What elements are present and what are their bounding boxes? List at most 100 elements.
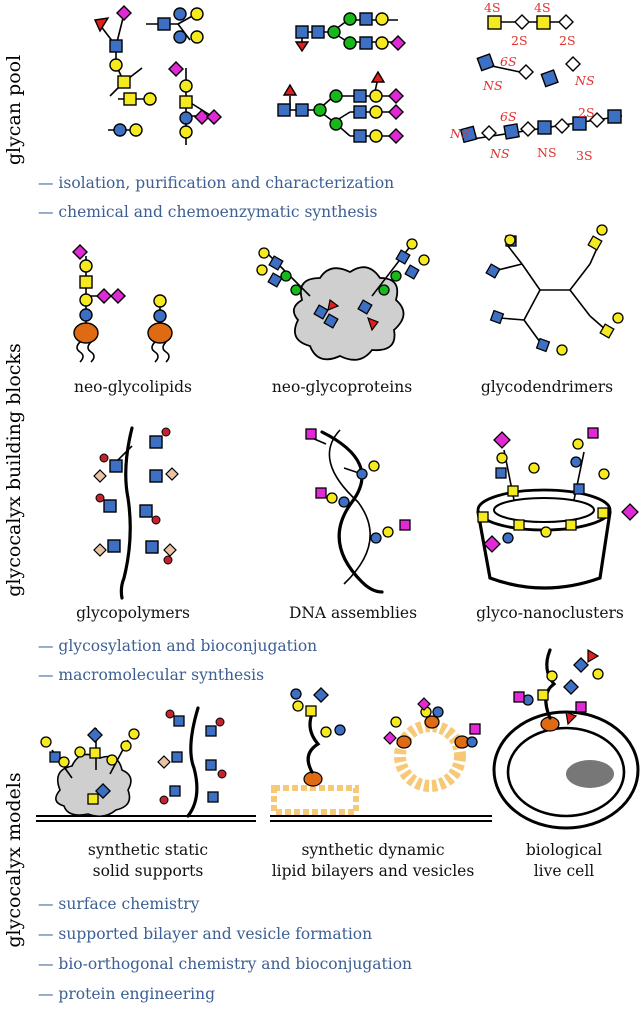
glcnac-square [353,105,367,119]
uronic-acid-diamond [554,118,570,134]
galnac-square [179,95,193,109]
sulfation-label: NS [482,78,503,93]
glcnac-square [109,39,123,53]
sulfation-label: 6S [500,109,517,124]
galactose-circle [369,105,383,119]
glcnac-square [311,25,325,39]
sulfation-label: 2S [511,33,528,48]
fucose-triangle [282,83,298,96]
sulfation-label: 3S [576,148,593,163]
sialic-acid-diamond [168,61,184,77]
neo-glycolipids-graphic [72,244,173,363]
pool-note-2: — chemical and chemoenzymatic synthesis [38,203,377,221]
sialic-acid-diamond [388,104,404,120]
glcnac-square [537,120,552,135]
neo-glycoproteins-graphic [256,238,430,361]
galnac-square [117,75,131,89]
caption-neo-glycoproteins: neo-glycoproteins [272,378,412,396]
mannose-circle [327,25,341,39]
uronic-acid-diamond [514,14,530,30]
sulfation-label: 6S [500,54,517,69]
galactose-circle [190,7,204,21]
sialic-acid-diamond [388,88,404,104]
section-label-building-blocks: glycocalyx building blocks [3,343,25,596]
uronic-acid-diamond [520,121,536,137]
galactose-circle [190,30,204,44]
sulfation-label: 4S [484,0,501,15]
glycodendrimers-graphic [485,224,624,356]
caption-static-line2: solid supports [93,862,204,880]
galactose-circle [109,58,123,72]
caption-bio-line2: live cell [534,862,595,880]
sialic-acid-diamond [388,128,404,144]
glcnac-square [476,53,495,72]
glcnac-square [353,89,367,103]
galactose-circle [369,129,383,143]
uronic-acid-diamond [518,64,534,80]
models-note-1: — surface chemistry [38,895,200,913]
models-note-4: — protein engineering [38,985,215,1003]
galactose-circle [179,125,193,139]
caption-dna-assemblies: DNA assemblies [289,604,417,622]
galnac-square [487,15,502,30]
caption-neo-glycolipids: neo-glycolipids [74,378,192,396]
glcnac-square [607,109,622,124]
galactose-circle [143,92,157,106]
mannose-circle [343,12,357,26]
glcnac-square [353,129,367,143]
uronic-acid-diamond [565,56,581,72]
glycopolymers-graphic [93,426,179,600]
sialic-acid-diamond [116,5,132,21]
glyco-nanoclusters-graphic [476,427,639,590]
glcnac-square [295,103,309,117]
models-note-3: — bio-orthogonal chemistry and bioconjug… [38,955,412,973]
sulfation-label: NS [537,145,557,160]
glc-circle [173,30,187,44]
glcnac-square [459,125,478,144]
fucose-triangle [93,17,110,33]
uronic-acid-diamond [481,125,497,141]
section-label-glycan-pool: glycan pool [3,55,25,165]
section-label-glycocalyx-models: glycocalyx models [3,772,25,947]
n-glycans [277,12,406,144]
uronic-acid-diamond [589,112,605,128]
galactose-circle [179,79,193,93]
mannose-circle [329,89,343,103]
caption-static-line1: synthetic static [88,841,208,859]
blocks-note-2: — macromolecular synthesis [38,666,264,684]
caption-glycodendrimers: glycodendrimers [481,378,613,396]
glc-circle [113,123,127,137]
glcnac-square [359,12,373,26]
pool-note-1: — isolation, purification and characteri… [38,174,394,192]
glycan-pool-group: 4S 4S 2S 2S 6S NS NS NS 6S NS NS [93,0,623,163]
sulfation-label: 2S [578,105,595,120]
sulfation-label: NS [449,126,470,141]
glc-circle [173,7,187,21]
live-cell-graphic [492,648,640,830]
glcnac-square [277,103,291,117]
glcnac-square [359,36,373,50]
caption-dynamic-line1: synthetic dynamic [301,841,444,859]
glycan-cluster-left [93,5,222,145]
uronic-acid-diamond [558,14,574,30]
galactose-circle [375,36,389,50]
mannose-circle [343,36,357,50]
sulfation-label: 2S [559,33,576,48]
glcnac-square [295,25,309,39]
models-note-2: — supported bilayer and vesicle formatio… [38,925,372,943]
galnac-square [536,15,551,30]
glc-circle [179,111,193,125]
fucose-triangle [370,70,386,83]
caption-bio-line1: biological [526,841,602,859]
galactose-circle [129,123,143,137]
sialic-acid-diamond [194,109,210,125]
glcnac-square [540,69,559,88]
glcnac-square [572,116,587,131]
glcnac-square [503,123,520,140]
mannose-circle [313,103,327,117]
caption-dynamic-line2: lipid bilayers and vesicles [272,862,475,880]
fucose-triangle [294,41,310,53]
sulfation-label: NS [489,146,510,161]
blocks-note-1: — glycosylation and bioconjugation [38,637,317,655]
